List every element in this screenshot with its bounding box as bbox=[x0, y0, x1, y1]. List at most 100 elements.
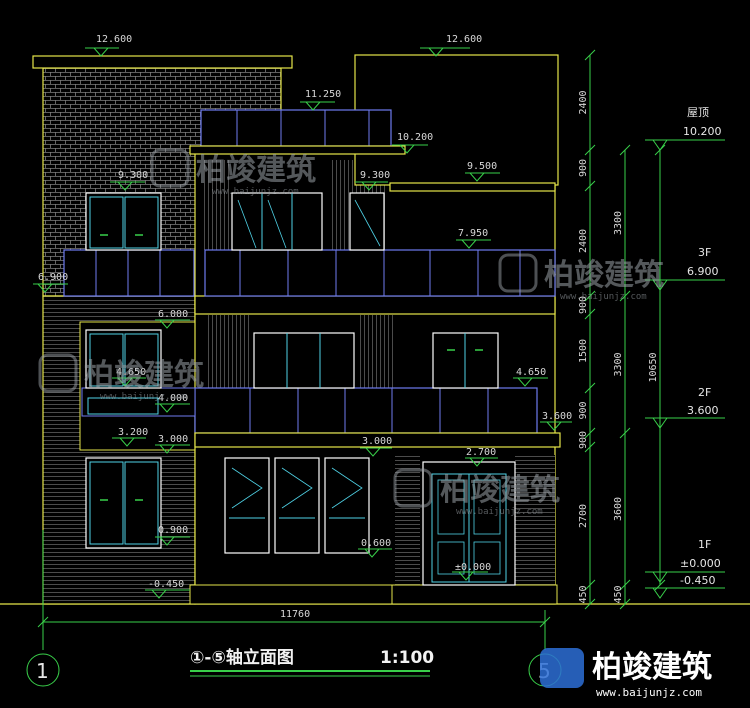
dim-col2-value: 3600 bbox=[613, 497, 624, 521]
dim-col2-tick bbox=[619, 144, 631, 156]
window-center-3f bbox=[231, 192, 323, 251]
axis-start-label: 1 bbox=[36, 659, 49, 683]
dim-col2-value: 450 bbox=[613, 585, 624, 603]
dim-col2-tick bbox=[619, 290, 631, 302]
brand-url: www.baijunjz.com bbox=[596, 686, 702, 699]
window-center-1f bbox=[224, 457, 370, 554]
2f-balcony-railing bbox=[194, 387, 538, 434]
window-right-2f bbox=[432, 332, 499, 389]
level-left-3000: 3.000 bbox=[158, 434, 188, 445]
level-left-4650: 4.650 bbox=[116, 367, 146, 378]
floor-3f-label: 3F bbox=[698, 246, 711, 259]
floor-1f-label: 1F bbox=[698, 538, 711, 551]
dim-col1-tick bbox=[584, 598, 596, 610]
windows bbox=[85, 192, 516, 586]
window-right-3f bbox=[349, 192, 385, 251]
left-3f-balcony bbox=[63, 249, 195, 297]
dim-col2-value: 3300 bbox=[613, 211, 624, 235]
ground-value: -0.450 bbox=[680, 574, 715, 587]
axis-bubble-start: 1 bbox=[26, 653, 60, 687]
floor-3f-value: 6.900 bbox=[687, 265, 719, 278]
level-mid-3000: 3.000 bbox=[362, 436, 392, 447]
drawing-title: ①-⑤轴立面图 1:100 bbox=[190, 647, 434, 677]
window-left-3f bbox=[85, 192, 162, 251]
level-2700: 2.700 bbox=[466, 447, 496, 458]
dim-col1-tick bbox=[584, 290, 596, 302]
watermark-logo-icon bbox=[38, 353, 78, 393]
dim-col1-tick bbox=[584, 579, 596, 591]
left-parapet bbox=[32, 55, 293, 69]
dim-col1-tick bbox=[584, 382, 596, 394]
brand-logo-icon bbox=[540, 648, 584, 688]
watermark-4: 柏竣建筑 www.baijunjz.com bbox=[393, 468, 560, 517]
dim-col1-tick bbox=[584, 49, 596, 61]
level-9500: 9.500 bbox=[467, 161, 497, 172]
dim-col1-tick bbox=[584, 180, 596, 192]
floor-1f-value: ±0.000 bbox=[680, 557, 721, 570]
level-3200: 3.200 bbox=[118, 427, 148, 438]
watermark-logo-icon bbox=[393, 468, 433, 508]
dim-col1-value: 2400 bbox=[578, 229, 589, 253]
dim-col1-tick bbox=[584, 441, 596, 453]
dim-col1-value: 900 bbox=[578, 431, 589, 449]
svg-text:www.baijunjz.com: www.baijunjz.com bbox=[456, 507, 543, 517]
level-6900: 6.900 bbox=[38, 272, 68, 283]
dim-col1-tick bbox=[584, 308, 596, 320]
level-mid-top: 11.250 bbox=[305, 89, 341, 100]
window-center-2f bbox=[253, 332, 355, 389]
horizontal-dimension bbox=[37, 530, 551, 650]
dim-col2-tick bbox=[619, 598, 631, 610]
brand-name: 柏竣建筑 bbox=[592, 650, 712, 685]
svg-text:www.baijunjz.com: www.baijunjz.com bbox=[212, 187, 299, 197]
floor-2f-label: 2F bbox=[698, 386, 711, 399]
svg-text:柏竣建筑: 柏竣建筑 bbox=[544, 258, 664, 293]
dims-column-3: 10650 bbox=[648, 144, 666, 591]
floor-level-markers bbox=[645, 139, 725, 599]
entrance-door bbox=[422, 461, 516, 586]
dimension-chains bbox=[589, 55, 661, 604]
watermarks: 柏竣建筑 www.baijunjz.com 柏竣建筑 www.baijunjz.… bbox=[38, 148, 712, 699]
watermark-corner: 柏竣建筑 www.baijunjz.com bbox=[540, 648, 712, 699]
level-labels: 12.600 12.600 11.250 10.200 9.300 9.300 … bbox=[38, 34, 572, 590]
level-right-9300: 9.300 bbox=[360, 170, 390, 181]
svg-text:柏竣建筑: 柏竣建筑 bbox=[196, 153, 316, 188]
level-7950: 7.950 bbox=[458, 228, 488, 239]
level-markers bbox=[33, 47, 572, 599]
level-right-top: 12.600 bbox=[446, 34, 482, 45]
window-left-1f bbox=[85, 457, 162, 549]
level-0900: 0.900 bbox=[158, 525, 188, 536]
dim-col3-value: 10650 bbox=[648, 352, 659, 382]
dim-col1-value: 900 bbox=[578, 401, 589, 419]
dim-col1-value: 1500 bbox=[578, 339, 589, 363]
roof-value: 10.200 bbox=[683, 125, 722, 138]
dim-col1-value: 900 bbox=[578, 159, 589, 177]
dim-col1-value: 2400 bbox=[578, 90, 589, 114]
level-left-top: 12.600 bbox=[96, 34, 132, 45]
svg-text:柏竣建筑: 柏竣建筑 bbox=[440, 473, 560, 508]
level-right-4650: 4.650 bbox=[516, 367, 546, 378]
dim-col2-tick bbox=[619, 579, 631, 591]
drawing-title-text: ①-⑤轴立面图 bbox=[190, 647, 294, 668]
watermark-logo-icon bbox=[150, 148, 190, 188]
drawing-scale: 1:100 bbox=[380, 648, 434, 668]
watermark-1: 柏竣建筑 www.baijunjz.com bbox=[150, 148, 316, 197]
level-left-9300: 9.300 bbox=[118, 170, 148, 181]
svg-text:www.baijunjz.com: www.baijunjz.com bbox=[560, 292, 647, 302]
level-roof-edge: 10.200 bbox=[397, 132, 433, 143]
dim-col2-tick bbox=[619, 427, 631, 439]
dim-col1-value: 450 bbox=[578, 585, 589, 603]
3f-balcony-railing bbox=[204, 249, 556, 297]
dim-col1-value: 900 bbox=[578, 296, 589, 314]
level-4000: 4.000 bbox=[158, 393, 188, 404]
svg-text:www.baijunjz.com: www.baijunjz.com bbox=[100, 392, 187, 402]
watermark-2: 柏竣建筑 www.baijunjz.com bbox=[498, 253, 664, 302]
dim-col1-value: 2700 bbox=[578, 504, 589, 528]
level-0600: 0.600 bbox=[361, 538, 391, 549]
level-door-000: ±0.000 bbox=[455, 562, 491, 573]
dim-col1-tick bbox=[584, 427, 596, 439]
floor-2f-value: 3.600 bbox=[687, 404, 719, 417]
roof-railing bbox=[200, 109, 392, 147]
roof-label: 屋顶 bbox=[687, 106, 709, 119]
